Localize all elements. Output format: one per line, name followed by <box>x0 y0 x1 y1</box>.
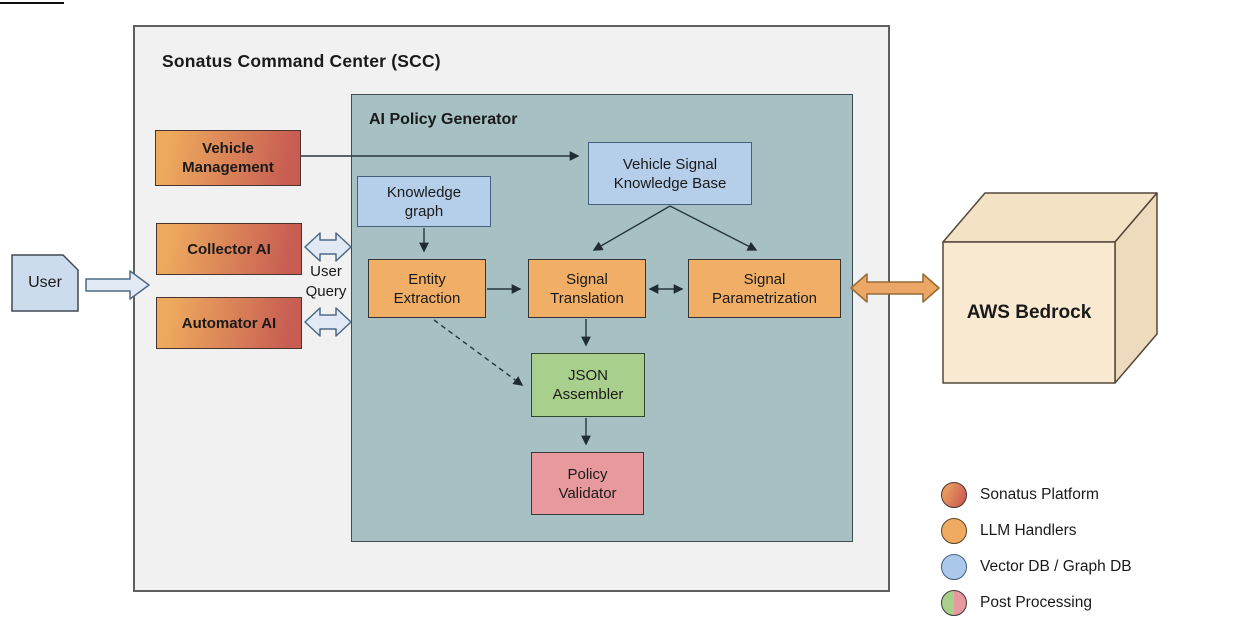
vehicle-management-node: Vehicle Management <box>155 130 301 186</box>
vehicle-signal-knowledge-base-node: Vehicle Signal Knowledge Base <box>588 142 752 205</box>
legend-item-vector-db-graph-db: Vector DB / Graph DB <box>941 553 1132 580</box>
legend: Sonatus Platform LLM Handlers Vector DB … <box>941 481 1132 625</box>
llm-handlers-swatch-icon <box>941 517 967 544</box>
signal-translation-node: Signal Translation <box>528 259 646 318</box>
top-border-artifact <box>0 2 64 4</box>
user-node-label: User <box>28 274 62 291</box>
user-query-edge-label: User Query <box>305 263 347 300</box>
legend-item-sonatus-platform: Sonatus Platform <box>941 481 1132 508</box>
collector-ai-node: Collector AI <box>156 223 302 275</box>
legend-label: LLM Handlers <box>980 521 1077 539</box>
vector-db-graph-db-swatch-icon <box>941 553 967 580</box>
legend-label: Post Processing <box>980 593 1092 611</box>
legend-label: Vector DB / Graph DB <box>980 557 1132 575</box>
cube-top-face <box>942 192 1158 243</box>
sonatus-platform-swatch-icon <box>941 481 967 508</box>
knowledge-graph-node: Knowledge graph <box>357 176 491 227</box>
post-processing-swatch-icon <box>941 589 967 616</box>
legend-label: Sonatus Platform <box>980 485 1099 503</box>
signal-parametrization-node: Signal Parametrization <box>688 259 841 318</box>
entity-extraction-node: Entity Extraction <box>368 259 486 318</box>
scc-title: Sonatus Command Center (SCC) <box>162 51 441 71</box>
ai-policy-generator-title: AI Policy Generator <box>369 111 518 128</box>
legend-item-post-processing: Post Processing <box>941 589 1132 616</box>
legend-item-llm-handlers: LLM Handlers <box>941 517 1132 544</box>
aws-bedrock-label: AWS Bedrock <box>966 301 1092 323</box>
cube-right-face <box>1114 192 1158 384</box>
automator-ai-node: Automator AI <box>156 297 302 349</box>
json-assembler-node: JSON Assembler <box>531 353 645 417</box>
policy-validator-node: Policy Validator <box>531 452 644 515</box>
